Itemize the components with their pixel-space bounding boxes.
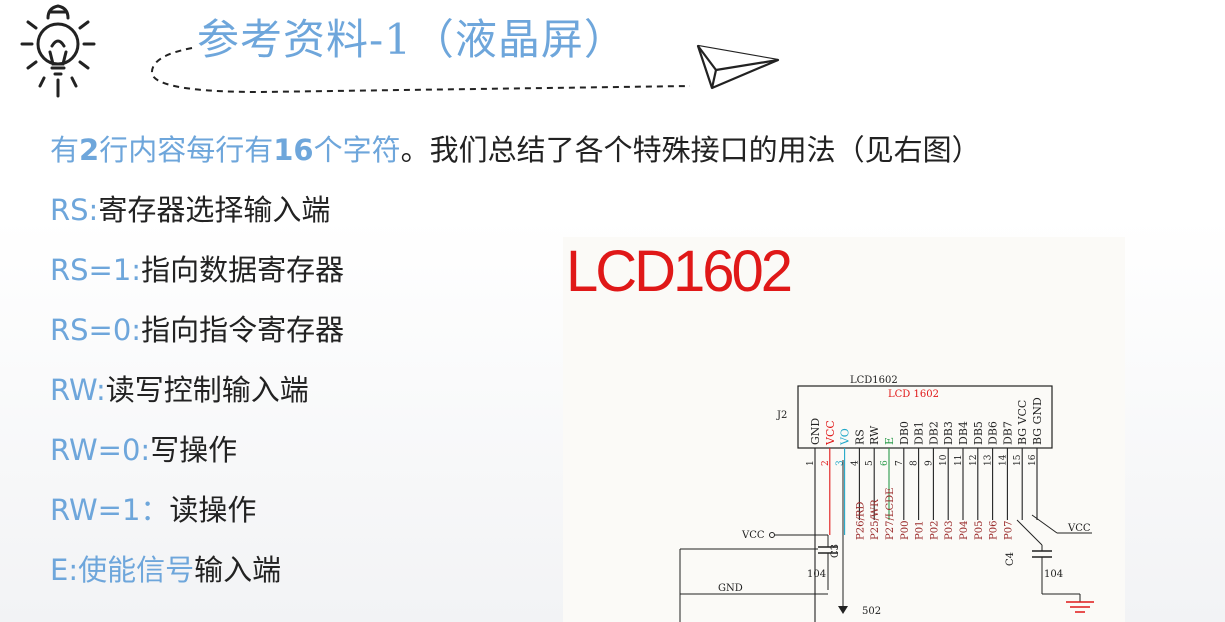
pin-name: VCC: [824, 420, 837, 446]
pin-name: RS: [853, 429, 866, 445]
pin-name: DB3: [942, 421, 955, 445]
pin-name: RW: [868, 425, 881, 445]
pin-number: 16: [1028, 454, 1038, 466]
line-value: 读写控制输入端: [105, 373, 309, 407]
vcc-left-terminal: [769, 532, 775, 538]
line-value: 寄存器选择输入端: [98, 193, 331, 227]
chip-name: LCD1602: [850, 375, 898, 386]
line-rw1: RW=1：读操作: [50, 496, 256, 525]
pin-number: 8: [910, 460, 920, 466]
wire: [1031, 514, 1058, 534]
dashed-swoosh: [150, 47, 691, 94]
intro-number-chars: 16: [273, 133, 314, 167]
net-label: P03: [944, 521, 955, 540]
pot-label: 502: [862, 606, 881, 617]
net-label: P07: [1003, 521, 1014, 540]
line-key: RS=0:: [50, 313, 142, 347]
schematic-figure: [563, 237, 1125, 622]
chip-label: LCD 1602: [888, 389, 939, 400]
net-label: P26/RD: [855, 502, 866, 540]
pin-number: 7: [895, 460, 905, 466]
c4-value: 104: [1044, 569, 1063, 580]
intro-number-rows: 2: [79, 133, 100, 167]
pin-name: DB1: [913, 421, 926, 445]
net-label: P25/WR: [870, 499, 881, 540]
line-value: 输入端: [194, 553, 282, 587]
line-e: E:使能信号输入端: [50, 556, 281, 585]
line-key: RW=1：: [50, 493, 170, 527]
net-label: P01: [915, 521, 926, 540]
pin-number: 3: [836, 460, 846, 466]
pin-name: DB4: [957, 421, 970, 445]
line-rw: RW:读写控制输入端: [50, 376, 309, 405]
pin-number: 2: [821, 460, 831, 466]
header-decoration: [20, 4, 780, 98]
pin-name: BG GND: [1031, 397, 1044, 445]
pin-number: 13: [984, 454, 994, 466]
line-rw0: RW=0:写操作: [50, 436, 237, 465]
pin-name: E: [883, 437, 896, 445]
vcc-right-label: VCC: [1067, 523, 1091, 534]
net-label: P06: [989, 521, 1000, 540]
figure-title: LCD1602: [566, 239, 793, 304]
pin-name: GND: [809, 418, 822, 445]
pin-number: 5: [865, 460, 875, 466]
vcc-left-label: VCC: [741, 530, 765, 541]
chip-designator: J2: [776, 410, 787, 421]
line-key: E:使能信号: [50, 553, 195, 587]
intro-sentence: 有2行内容每行有16个字符。我们总结了各个特殊接口的用法（见右图）: [50, 136, 981, 165]
net-label: P05: [974, 521, 985, 540]
potentiometer-arrow: [838, 606, 848, 614]
pin-name: DB5: [972, 421, 985, 445]
pin-number: 6: [880, 460, 890, 466]
pin-number: 14: [998, 454, 1008, 466]
pin-name: BG VCC: [1016, 400, 1029, 445]
lightbulb-icon: [20, 4, 96, 98]
pin-number: 11: [954, 455, 964, 466]
pin-name: DB0: [898, 421, 911, 445]
net-label: P27/LCDE: [885, 488, 896, 540]
intro-highlight-b: 行内容每行有: [99, 133, 274, 167]
intro-highlight-a: 有: [50, 133, 80, 167]
net-label: P02: [929, 521, 940, 540]
pin-name: DB6: [987, 421, 1000, 445]
line-value: 指向数据寄存器: [141, 253, 345, 287]
wire: [1016, 519, 1043, 546]
net-label: P04: [959, 521, 970, 540]
chip-body: [797, 385, 1053, 449]
line-key: RW:: [50, 373, 106, 407]
line-value: 指向指令寄存器: [141, 313, 345, 347]
pin-name: DB2: [927, 421, 940, 445]
line-key: RW=0:: [50, 433, 151, 467]
gnd-label: GND: [718, 583, 743, 594]
net-label: P00: [900, 521, 911, 540]
pin-number: 15: [1013, 454, 1023, 466]
line-value: 读操作: [169, 493, 257, 527]
pin-number: 12: [969, 455, 979, 466]
line-key: RS:: [50, 193, 99, 227]
pin-number: 4: [850, 460, 860, 466]
pin-group: GND 1 VCC 2 VO 3 RS 4 RW 5 E 6 DB0 7 DB1 8 DB2 9 DB3 10 DB4 1…: [806, 397, 1044, 622]
c4-label: C4: [1005, 552, 1016, 566]
c3-label: C3: [830, 544, 841, 558]
pin-number: 10: [939, 454, 949, 466]
c3-value: 104: [807, 569, 826, 580]
paper-plane-icon: [696, 44, 780, 90]
pin-name: VO: [839, 428, 852, 446]
pin-name: DB7: [1001, 421, 1014, 445]
line-key: RS=1:: [50, 253, 142, 287]
line-rs1: RS=1:指向数据寄存器: [50, 256, 344, 285]
intro-rest: 。我们总结了各个特殊接口的用法（见右图）: [400, 133, 981, 167]
slide-title: 参考资料-1（液晶屏）: [197, 15, 627, 64]
pin-number: 9: [924, 460, 934, 466]
line-rs0: RS=0:指向指令寄存器: [50, 316, 344, 345]
intro-highlight-c: 个字符: [313, 133, 401, 167]
line-rs: RS:寄存器选择输入端: [50, 196, 330, 225]
pin-number: 1: [806, 460, 816, 466]
line-value: 写操作: [150, 433, 238, 467]
